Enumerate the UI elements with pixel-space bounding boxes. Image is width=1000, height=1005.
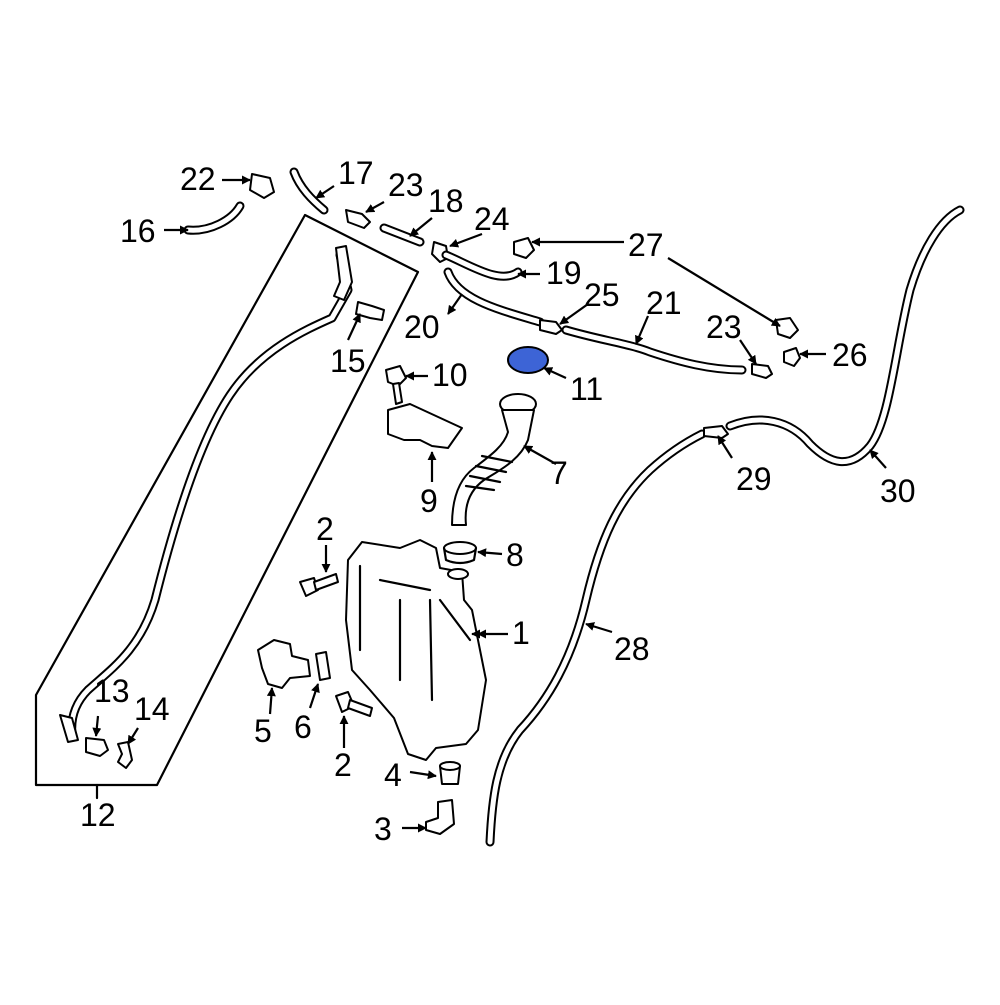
callout-13: 13 (94, 673, 130, 709)
hose-16 (183, 201, 245, 235)
hose-20 (443, 267, 545, 327)
callout-21: 21 (646, 285, 682, 321)
callout-labels: 1 2 2 3 4 5 6 7 8 9 10 11 12 13 14 15 16… (80, 155, 916, 847)
callout-7: 7 (550, 455, 568, 491)
leader-lines (92, 175, 887, 833)
callout-12: 12 (80, 797, 116, 833)
part-8-clamp (442, 541, 478, 565)
hose-assembly-inset-box (34, 213, 420, 800)
part-9-bracket (387, 403, 463, 449)
hose-18 (379, 223, 425, 247)
callout-1: 1 (512, 615, 530, 651)
callout-2: 2 (316, 511, 334, 547)
callout-23: 23 (706, 309, 742, 345)
callout-26: 26 (832, 337, 868, 373)
part-4-plug (439, 761, 461, 785)
part-25-connector (539, 319, 563, 335)
callout-14: 14 (134, 691, 170, 727)
part-14-elbow (117, 741, 133, 769)
part-23-connector-b (751, 363, 773, 379)
callout-10: 10 (432, 357, 468, 393)
hose-30 (725, 205, 965, 467)
callout-5: 5 (254, 713, 272, 749)
callout-6: 6 (294, 709, 312, 745)
callout-9: 9 (420, 483, 438, 519)
callout-17: 17 (338, 155, 374, 191)
callout-22: 22 (180, 161, 216, 197)
part-10-bolt (385, 365, 407, 405)
hose-17 (289, 167, 329, 215)
part-2-bolt-b (335, 691, 373, 717)
part-1-washer-reservoir (345, 539, 487, 761)
callout-2: 2 (334, 747, 352, 783)
callout-8: 8 (506, 537, 524, 573)
callout-20: 20 (404, 309, 440, 345)
callout-27: 27 (628, 227, 664, 263)
callout-15: 15 (330, 343, 366, 379)
part-26-elbow (783, 347, 801, 367)
callout-30: 30 (880, 473, 916, 509)
part-2-bolt-a (299, 573, 339, 597)
part-23-connector-a (345, 209, 371, 229)
hose-19 (441, 250, 523, 281)
part-27-nozzle-b (775, 317, 799, 339)
part-13-nozzle (85, 737, 109, 757)
callout-4: 4 (384, 757, 402, 793)
part-27-nozzle-a (513, 237, 535, 259)
callout-3: 3 (374, 811, 392, 847)
callout-18: 18 (428, 183, 464, 219)
part-11-filler-cap (507, 346, 549, 374)
hose-21 (561, 325, 747, 375)
part-3-elbow-connector (425, 799, 455, 835)
callout-28: 28 (614, 631, 650, 667)
callout-23: 23 (388, 167, 424, 203)
part-29-connector (703, 425, 729, 439)
callout-11: 11 (570, 371, 603, 407)
part-22-elbow (249, 173, 275, 199)
callout-19: 19 (546, 255, 582, 291)
callout-16: 16 (120, 213, 156, 249)
callout-24: 24 (474, 201, 510, 237)
part-7-filler-neck (451, 393, 537, 526)
callout-25: 25 (584, 277, 620, 313)
hose-28 (485, 429, 707, 847)
callout-29: 29 (736, 461, 772, 497)
part-5-washer-pump (257, 639, 311, 689)
part-6-grommet (315, 651, 331, 681)
inset-washer-hose (59, 245, 353, 743)
part-15-connector (355, 301, 385, 321)
